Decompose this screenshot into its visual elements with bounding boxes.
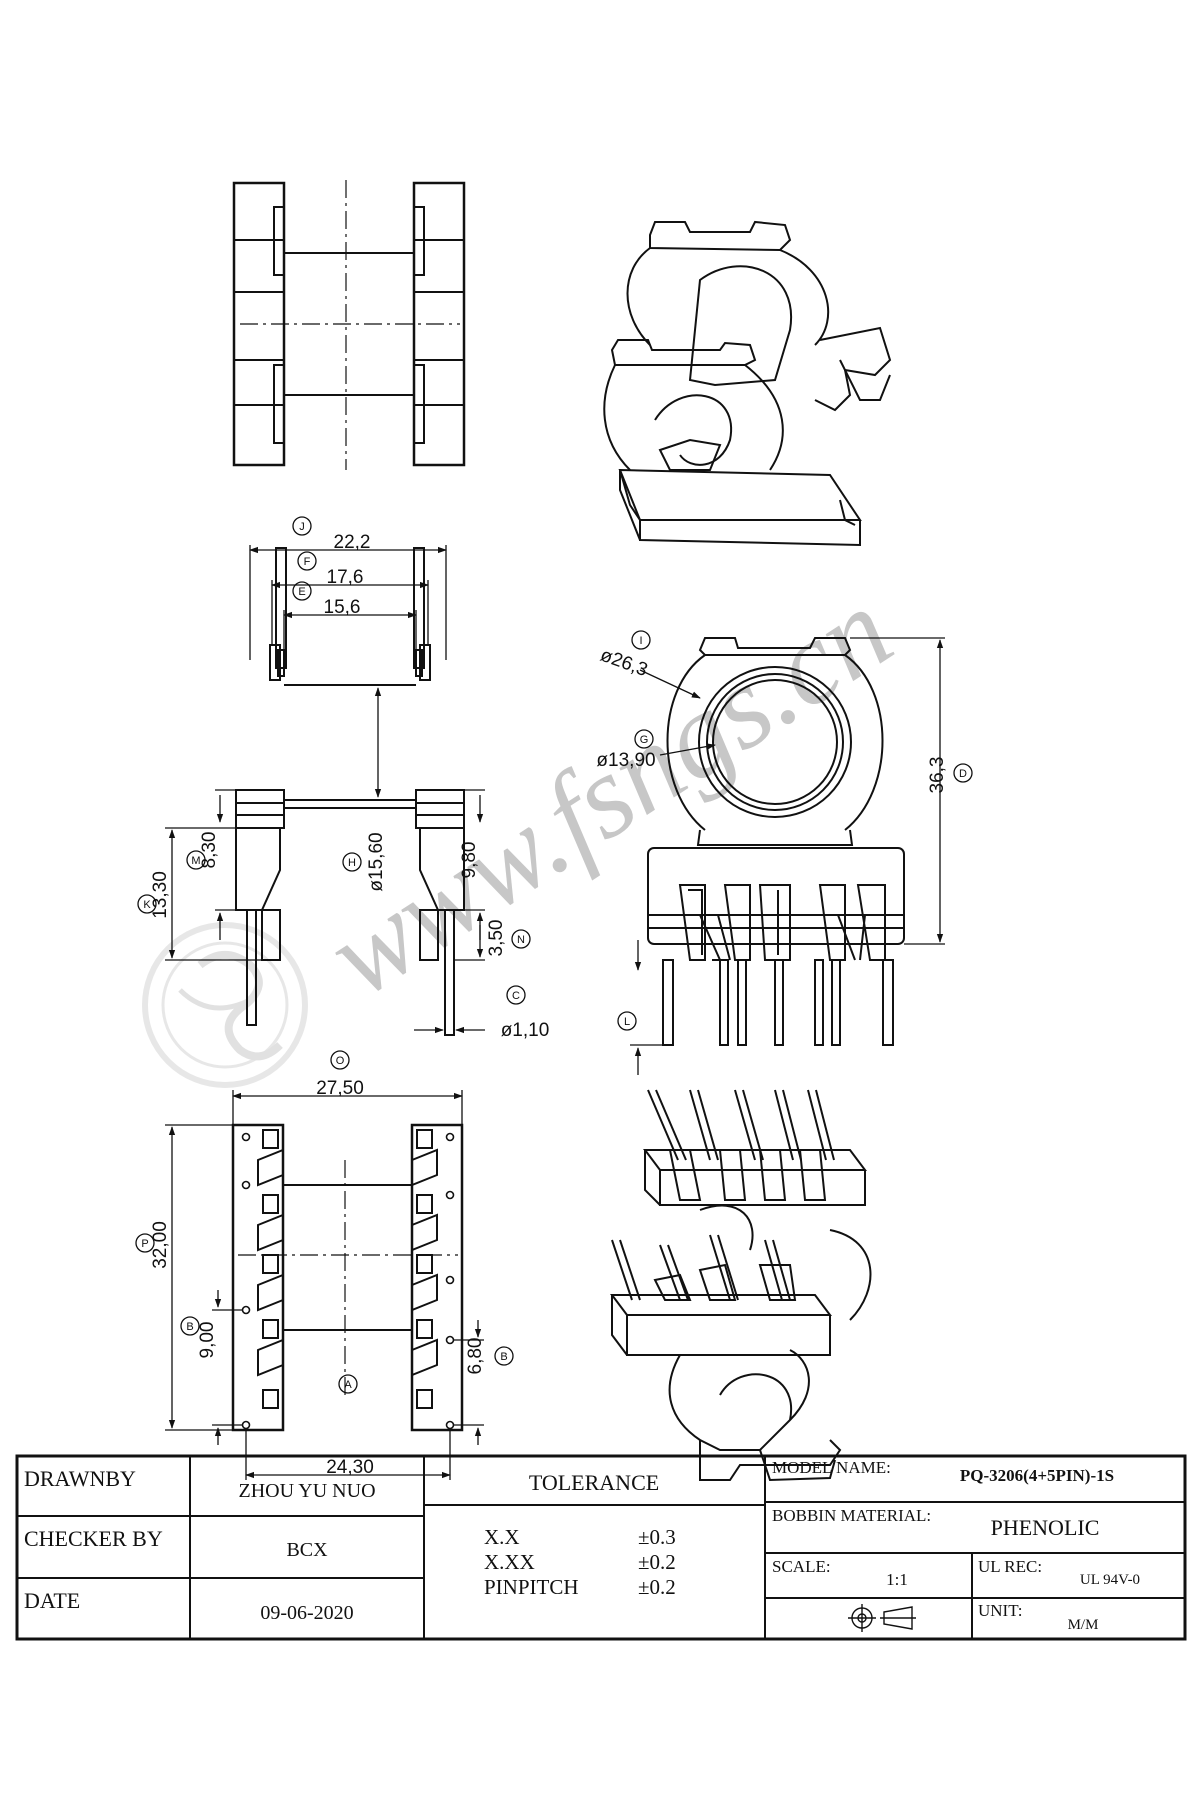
- dim-g-label: G: [640, 734, 649, 746]
- side-view-pin-slots: [678, 884, 886, 961]
- dim-l-label: L: [624, 1016, 630, 1028]
- dim-k-label: K: [143, 899, 151, 911]
- model-label: MODEL NAME:: [772, 1458, 891, 1477]
- dim-b1-value: 9,00: [197, 1322, 218, 1359]
- dim-h-value: ø15,60: [366, 832, 387, 891]
- tol-value-2: ±0.2: [638, 1575, 676, 1599]
- tol-value-0: ±0.3: [638, 1525, 676, 1549]
- dim-e-label: E: [298, 586, 305, 598]
- dim-f-value: 17,6: [327, 567, 364, 588]
- side-view-pins: [662, 959, 894, 1046]
- dim-j-label: J: [299, 521, 305, 533]
- dim-p-label: P: [141, 1238, 148, 1250]
- checker-label: CHECKER BY: [24, 1526, 163, 1551]
- dim-c-label: C: [512, 990, 520, 1002]
- dim-m-label: M: [191, 855, 200, 867]
- dim-j-value: 22,2: [334, 532, 371, 553]
- dim-n-value: 3,50: [486, 920, 507, 957]
- unit-label: UNIT:: [978, 1601, 1022, 1620]
- drawn-by-value: ZHOU YU NUO: [238, 1480, 375, 1502]
- dim-g-value: ø13,90: [596, 750, 655, 771]
- dim-d-value: 36,3: [927, 757, 948, 794]
- tol-name-0: X.X: [484, 1525, 520, 1549]
- dimension-labels: J 22,2 F 17,6 E 15,6 H ø15,60 K 13,30 M …: [141, 521, 967, 1478]
- scale-label: SCALE:: [772, 1557, 831, 1576]
- watermark: www.fsngs.cn: [142, 563, 913, 1088]
- isometric-view-1: [603, 220, 892, 547]
- dimension-lines: [165, 545, 945, 1480]
- tol-name-2: PINPITCH: [484, 1575, 579, 1599]
- dim-o-label: O: [336, 1055, 345, 1067]
- dim-a-value: 24,30: [326, 1457, 374, 1478]
- bottom-view-pads-left: [257, 1129, 284, 1409]
- iso2-lower-pin-block: [610, 1234, 832, 1356]
- dim-h-label: H: [348, 857, 356, 869]
- front-view: [235, 547, 465, 1036]
- scale-value: 1:1: [886, 1570, 908, 1589]
- unit-value: M/M: [1068, 1617, 1099, 1633]
- drawn-by-label: DRAWNBY: [24, 1466, 136, 1491]
- top-view: [232, 180, 466, 470]
- dim-p-value: 32,00: [150, 1221, 171, 1269]
- dim-i-label: I: [639, 635, 642, 647]
- dim-b2-value: 6,80: [465, 1338, 486, 1375]
- dim-f-label: F: [304, 556, 311, 568]
- dim-m-value: 8,30: [199, 832, 220, 869]
- material-label: BOBBIN MATERIAL:: [772, 1506, 931, 1525]
- date-label: DATE: [24, 1588, 80, 1613]
- ul-label: UL REC:: [978, 1557, 1042, 1576]
- tol-value-1: ±0.2: [638, 1550, 676, 1574]
- dim-c-value: ø1,10: [501, 1020, 550, 1041]
- dim-n-label: N: [517, 934, 525, 946]
- dim-o-value: 27,50: [316, 1078, 364, 1099]
- dim-a-label: A: [344, 1379, 352, 1391]
- bottom-view: [231, 1123, 464, 1432]
- dimension-balloons: [135, 516, 973, 1394]
- dim-e-value: 15,6: [324, 597, 361, 618]
- tol-name-1: X.XX: [484, 1550, 535, 1574]
- dim-b1-label: B: [186, 1321, 193, 1333]
- isometric-view-2: [610, 1089, 872, 1482]
- dim-b2-label: B: [500, 1351, 507, 1363]
- dim-r-value: 9,80: [459, 842, 480, 879]
- material-value: PHENOLIC: [991, 1515, 1100, 1540]
- checker-value: BCX: [286, 1539, 328, 1561]
- iso2-upper-pin-block: [643, 1089, 867, 1206]
- tolerance-label: TOLERANCE: [529, 1470, 659, 1495]
- projection-symbol-icon: [848, 1604, 916, 1632]
- dim-k-value: 13,30: [150, 871, 171, 919]
- side-view: [647, 637, 905, 1046]
- dim-d-label: D: [959, 768, 967, 780]
- title-block: DRAWNBY ZHOU YU NUO CHECKER BY BCX DATE …: [15, 1454, 1187, 1641]
- model-value: PQ-3206(4+5PIN)-1S: [960, 1466, 1114, 1485]
- bottom-view-pads-right: [411, 1129, 438, 1409]
- date-value: 09-06-2020: [260, 1602, 353, 1624]
- watermark-logo: [142, 922, 308, 1088]
- dim-i-value: ø26,3: [597, 645, 650, 681]
- ul-value: UL 94V-0: [1080, 1572, 1140, 1588]
